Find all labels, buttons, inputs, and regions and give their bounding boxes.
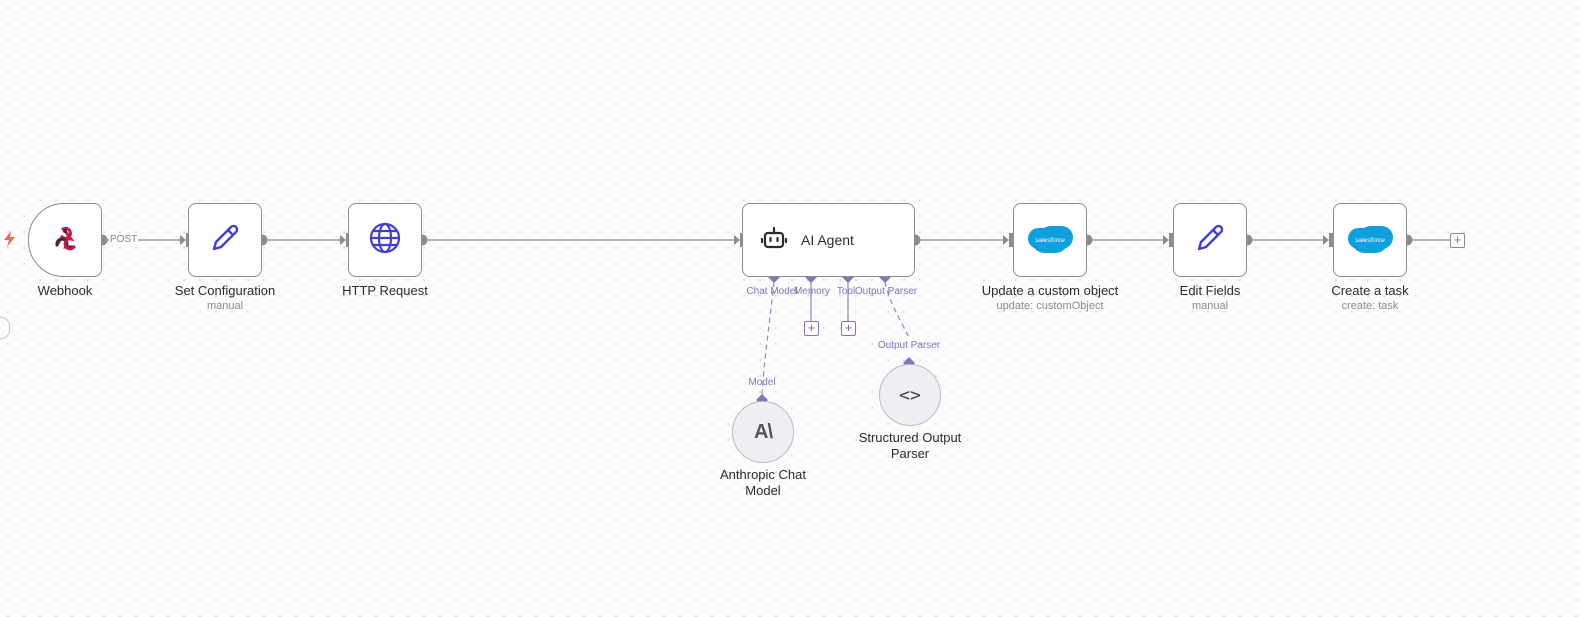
output-parser-port-label: Output Parser (877, 340, 941, 351)
salesforce-icon: salesforce (1032, 227, 1068, 253)
node-set-configuration[interactable] (188, 203, 262, 277)
node-structured-output-parser-title: Structured Output Parser (858, 430, 962, 461)
code-brackets-icon: <> (899, 384, 921, 406)
node-http-request[interactable] (348, 203, 422, 277)
anthropic-icon: A\ (754, 420, 773, 443)
canvas-side-handle[interactable] (0, 317, 10, 339)
node-ai-agent-title: AI Agent (801, 232, 854, 248)
anthropic-port-label: Model (748, 377, 776, 388)
node-set-configuration-subtitle: manual (206, 300, 244, 312)
add-memory-button[interactable]: + (804, 321, 819, 336)
globe-icon (368, 221, 402, 260)
node-ai-agent[interactable]: AI Agent (742, 203, 915, 277)
trigger-bolt-icon (3, 231, 17, 252)
node-update-custom-object-title: Update a custom object (981, 283, 1119, 298)
node-webhook[interactable] (28, 203, 102, 277)
node-create-task-title: Create a task (1331, 283, 1409, 298)
node-create-task-subtitle: create: task (1341, 300, 1399, 312)
port-chat-model-label: Chat Model (746, 286, 798, 297)
add-tool-button[interactable]: + (841, 321, 856, 336)
port-memory-label: Memory (793, 286, 831, 297)
pencil-icon (209, 222, 241, 259)
pencil-icon (1194, 222, 1226, 259)
node-update-custom-object-subtitle: update: customObject (996, 300, 1104, 312)
port-tool-label: Tool (836, 286, 856, 297)
node-anthropic-chat-model[interactable]: A\ (732, 401, 794, 463)
node-create-task[interactable]: salesforce (1333, 203, 1407, 277)
node-edit-fields[interactable] (1173, 203, 1247, 277)
node-edit-fields-title: Edit Fields (1179, 283, 1241, 298)
node-update-custom-object[interactable]: salesforce (1013, 203, 1087, 277)
edge-label-post: POST (109, 234, 139, 245)
node-http-request-title: HTTP Request (342, 283, 428, 298)
add-node-button[interactable]: + (1450, 233, 1465, 248)
node-anthropic-chat-model-title: Anthropic Chat Model (720, 467, 806, 498)
webhook-icon (50, 223, 80, 258)
salesforce-icon: salesforce (1352, 227, 1388, 253)
node-set-configuration-title: Set Configuration (174, 283, 276, 298)
node-edit-fields-subtitle: manual (1191, 300, 1229, 312)
port-output-parser-label: Output Parser (854, 286, 918, 297)
node-structured-output-parser[interactable]: <> (879, 364, 941, 426)
robot-icon (760, 225, 788, 256)
node-webhook-title: Webhook (37, 283, 93, 298)
